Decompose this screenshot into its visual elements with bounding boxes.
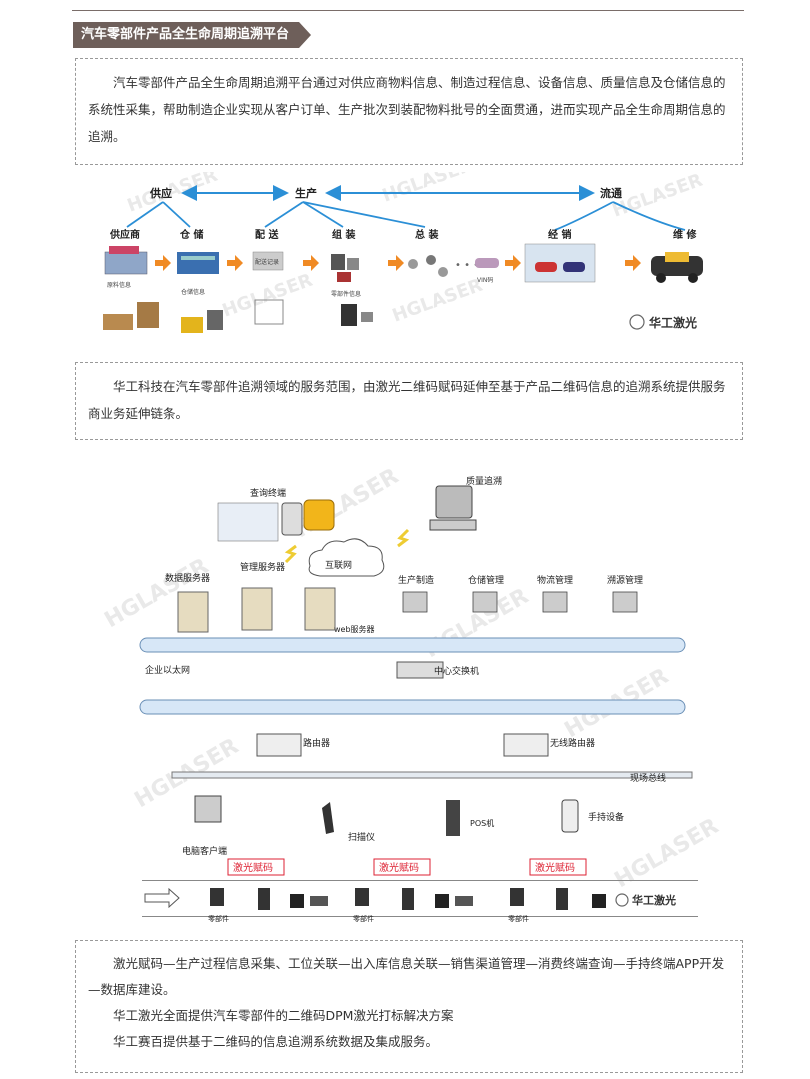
field-bus-label: 现场总线 bbox=[630, 772, 666, 784]
workstation-icons bbox=[402, 591, 638, 613]
part-label: 零部件 bbox=[208, 914, 229, 923]
lifecycle-flow-diagram: HGLASER HGLASER HGLASER HGLASER HGLASER … bbox=[103, 172, 706, 333]
device-label: 电脑客户端 bbox=[182, 845, 227, 857]
router-label: 路由器 bbox=[303, 737, 330, 749]
phase-label: 供应 bbox=[149, 186, 172, 200]
watermark: HGLASER bbox=[390, 275, 486, 327]
intro-box: 汽车零部件产品全生命周期追溯平台通过对供应商物料信息、制造过程信息、设备信息、质… bbox=[75, 58, 743, 165]
closing-line: 激光赋码—生产过程信息采集、工位关联—出入库信息关联—销售渠道管理—消费终端查询… bbox=[88, 956, 725, 997]
enterprise-lan-bus bbox=[139, 637, 686, 653]
server-label: 数据服务器 bbox=[165, 572, 210, 584]
server-icon bbox=[177, 591, 209, 633]
part-label: 零部件 bbox=[508, 914, 529, 923]
supplier-icon bbox=[104, 246, 148, 275]
network-architecture-diagram: HGLASER HGLASER HGLASER HGLASER HGLASER … bbox=[101, 464, 721, 923]
wechat-icon bbox=[629, 314, 645, 330]
switch-label: 中心交换机 bbox=[434, 665, 479, 677]
assembly-icon bbox=[331, 254, 359, 282]
closing-line: 华工赛百提供基于二维码的信息追溯系统数据及集成服务。 bbox=[113, 1034, 439, 1049]
top-divider bbox=[72, 10, 744, 11]
dept-label: 溯源管理 bbox=[607, 574, 643, 586]
backbone-bus bbox=[139, 699, 686, 715]
delivery-icon: 配送记录 bbox=[252, 251, 284, 271]
pallet-icons bbox=[103, 299, 373, 333]
dept-label: 生产制造 bbox=[398, 574, 434, 586]
laser-coding-tag bbox=[373, 858, 431, 876]
server-icon bbox=[241, 587, 273, 631]
intro-text: 汽车零部件产品全生命周期追溯平台通过对供应商物料信息、制造过程信息、设备信息、质… bbox=[88, 75, 726, 144]
laser-coding-label: 激光赋码 bbox=[233, 861, 273, 874]
laser-coding-tag bbox=[529, 858, 587, 876]
watermark: HGLASER bbox=[611, 814, 721, 893]
svg-text:VIN码: VIN码 bbox=[477, 276, 493, 284]
watermark: HGLASER bbox=[380, 172, 476, 207]
kiosk-icon bbox=[217, 502, 279, 542]
sub-label: 原料信息 bbox=[107, 281, 131, 289]
telephone-icon bbox=[303, 499, 335, 531]
brand-label: 华工激光 bbox=[649, 315, 697, 330]
brand-label: 华工激光 bbox=[632, 893, 676, 907]
laser-coding-tag bbox=[227, 858, 285, 876]
phase-label: 流通 bbox=[600, 186, 622, 200]
qr-code-icons bbox=[290, 894, 606, 908]
repair-icon bbox=[651, 252, 703, 283]
warehouse-icon bbox=[177, 252, 219, 274]
node-label: 总 装 bbox=[415, 228, 438, 241]
svg-text:• • •: • • • bbox=[455, 260, 479, 271]
server-icon bbox=[304, 587, 336, 631]
node-label: 维 修 bbox=[673, 228, 697, 241]
switch-icon bbox=[396, 661, 444, 679]
phase-label: 生产 bbox=[295, 186, 317, 200]
router-icon bbox=[256, 733, 302, 757]
closing-box: 激光赋码—生产过程信息采集、工位关联—出入库信息关联—销售渠道管理—消费终端查询… bbox=[75, 940, 743, 1073]
closing-line: 华工激光全面提供汽车零部件的二维码DPM激光打标解决方案 bbox=[113, 1008, 454, 1023]
quality-trace-label: 质量追溯 bbox=[466, 475, 502, 487]
node-label: 仓 储 bbox=[179, 228, 203, 241]
service-text: 华工科技在汽车零部件追溯领域的服务范围，由激光二维码赋码延伸至基于产品二维码信息… bbox=[88, 379, 726, 421]
router-label: 无线路由器 bbox=[550, 737, 595, 749]
phone-icon bbox=[281, 502, 303, 536]
handheld-icon bbox=[561, 799, 579, 833]
laser-coding-label: 激光赋码 bbox=[535, 861, 575, 874]
watermark: HGLASER bbox=[610, 172, 706, 222]
wechat-icon bbox=[615, 893, 629, 907]
branch-lines bbox=[126, 201, 686, 231]
sub-label: 仓储信息 bbox=[181, 288, 205, 296]
node-label: 经 销 bbox=[548, 228, 571, 241]
sub-label: 零部件信息 bbox=[331, 290, 361, 298]
server-label: 管理服务器 bbox=[240, 561, 285, 573]
query-terminal-label: 查询终端 bbox=[250, 487, 286, 499]
laser-coding-label: 激光赋码 bbox=[379, 861, 419, 874]
pos-icon bbox=[446, 800, 460, 836]
wireless-router-icon bbox=[503, 733, 549, 757]
service-box: 华工科技在汽车零部件追溯领域的服务范围，由激光二维码赋码延伸至基于产品二维码信息… bbox=[75, 362, 743, 440]
node-label: 供应商 bbox=[109, 228, 140, 241]
monitor-icon bbox=[435, 485, 473, 519]
part-label: 零部件 bbox=[353, 914, 374, 923]
flow-arrows bbox=[155, 255, 641, 271]
internet-cloud bbox=[308, 538, 385, 577]
lan-label: 企业以太网 bbox=[145, 664, 190, 676]
device-label: POS机 bbox=[470, 818, 494, 828]
watermark: HGLASER bbox=[220, 270, 316, 322]
svg-text:配送记录: 配送记录 bbox=[255, 258, 279, 266]
link-bolt bbox=[284, 544, 297, 564]
dept-label: 仓储管理 bbox=[468, 574, 504, 586]
section-title: 汽车零部件产品全生命周期追溯平台 bbox=[73, 22, 311, 48]
scanner-icon bbox=[322, 802, 334, 834]
field-bus bbox=[171, 771, 693, 779]
internet-label: 互联网 bbox=[325, 560, 352, 571]
node-label: 配 送 bbox=[255, 228, 279, 241]
device-label: 扫描仪 bbox=[348, 831, 375, 843]
laser-marker-icons bbox=[210, 888, 568, 910]
dept-label: 物流管理 bbox=[537, 574, 573, 586]
line-direction-arrow bbox=[144, 887, 180, 909]
server-label: web服务器 bbox=[334, 624, 375, 634]
link-bolt bbox=[397, 528, 410, 548]
pc-client-icon bbox=[194, 795, 222, 823]
node-label: 组 装 bbox=[332, 228, 355, 241]
final-assembly-icon: • • • VIN码 bbox=[408, 255, 499, 284]
device-label: 手持设备 bbox=[588, 811, 624, 823]
dealer-icon bbox=[524, 243, 596, 283]
